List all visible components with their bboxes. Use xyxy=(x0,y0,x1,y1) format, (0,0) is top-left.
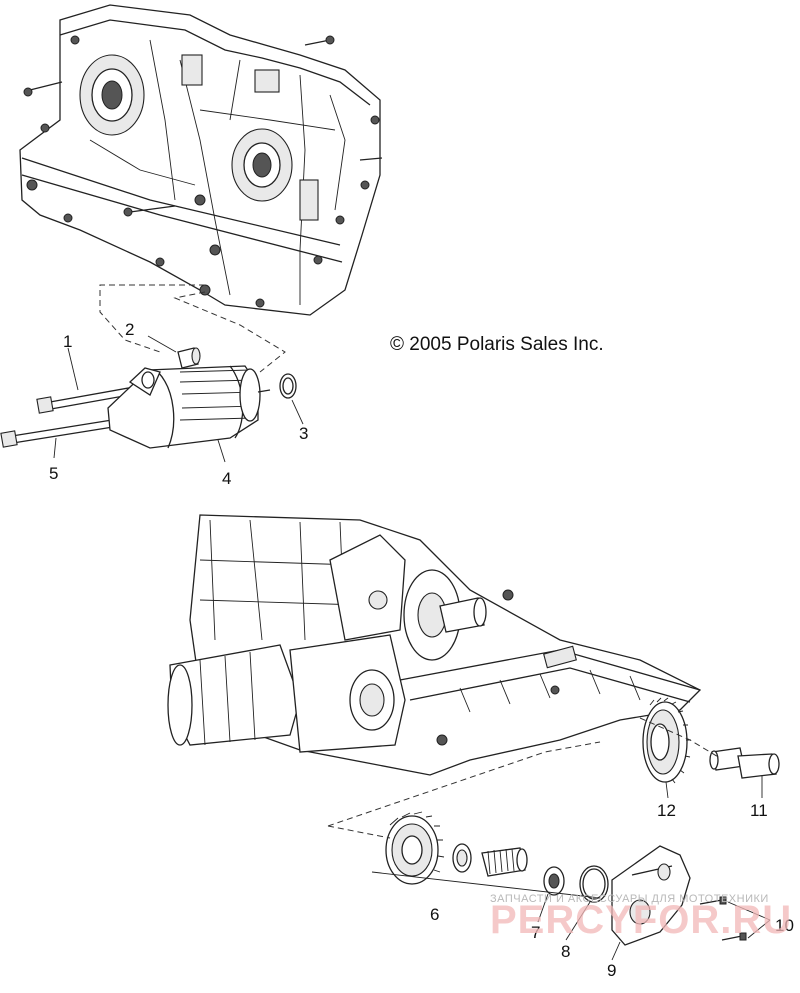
callout-1: 1 xyxy=(63,332,73,351)
assembly-leader-bottom xyxy=(327,717,721,839)
gear-train-illustration xyxy=(385,697,780,946)
watermark-brand: PERCYFOR.RU xyxy=(490,898,793,942)
shaft-11-drawing xyxy=(709,747,780,779)
callout-12: 12 xyxy=(657,801,676,820)
shaft-leader-line xyxy=(371,871,601,899)
callout-4: 4 xyxy=(222,469,232,488)
callout-5: 5 xyxy=(49,464,59,483)
assembly-leader-top xyxy=(99,284,286,373)
gear-6-drawing xyxy=(385,811,445,885)
starter-motor-illustration xyxy=(0,347,297,449)
callout-6: 6 xyxy=(430,905,440,924)
callout-leaders-bottom xyxy=(537,776,771,961)
callout-2: 2 xyxy=(125,320,135,339)
callout-3: 3 xyxy=(299,424,309,443)
callout-9: 9 xyxy=(607,961,617,980)
callout-8: 8 xyxy=(561,942,571,961)
crankcase-illustration xyxy=(19,4,383,316)
callout-11: 11 xyxy=(750,801,768,820)
callout-7: 7 xyxy=(531,923,541,942)
gear-12-drawing xyxy=(642,697,691,784)
watermark-tagline: ЗАПЧАСТИ И АКСЕССУАРЫ ДЛЯ МОТОТЕХНИКИ xyxy=(490,893,769,905)
copyright-notice: © 2005 Polaris Sales Inc. xyxy=(390,334,604,355)
callout-10: 10 xyxy=(775,916,794,935)
engine-assembly-illustration xyxy=(167,514,702,776)
callout-leaders-top xyxy=(53,335,304,463)
